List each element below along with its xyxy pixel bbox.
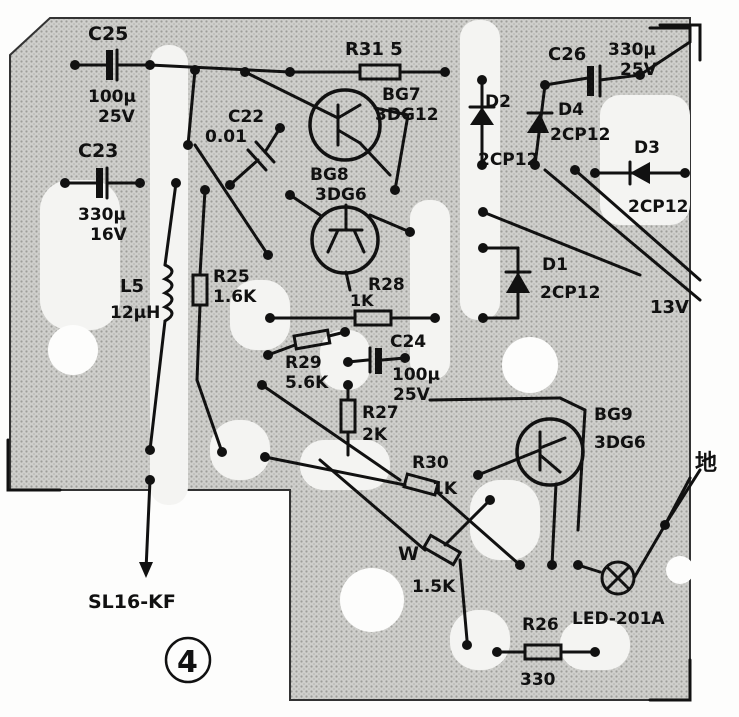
- label-bg8: BG8: [310, 165, 349, 185]
- board-edge-marks: [6, 23, 702, 702]
- 13v-leads: [478, 165, 702, 302]
- label-r30: R30: [412, 453, 449, 473]
- label-ground: 地: [695, 451, 717, 476]
- transistor-bg7: [240, 67, 410, 195]
- mounting-hole-right: [502, 337, 558, 393]
- label-r26: R26: [522, 615, 559, 635]
- diode-d4: [526, 83, 554, 170]
- label-bg9-type: 3DG6: [594, 433, 646, 453]
- label-d2-type: 2CP12: [478, 150, 538, 170]
- label-c25: C25: [88, 23, 128, 45]
- resistor-r28: [265, 309, 440, 327]
- inductor-l5: [139, 178, 181, 578]
- label-c22: C22: [228, 107, 264, 127]
- label-led: LED-201A: [572, 609, 665, 629]
- potentiometer-w: [318, 458, 495, 650]
- mounting-hole-bottom: [340, 568, 404, 632]
- capacitor-c23: [60, 166, 145, 200]
- top-rail-wire: [148, 63, 292, 74]
- label-l5-val: 12μH: [110, 303, 160, 323]
- capacitor-c24: [343, 346, 562, 402]
- led-indicator: [573, 468, 702, 596]
- label-c22-val: 0.01: [205, 127, 247, 147]
- mounting-hole-left: [48, 325, 98, 375]
- label-c23-val1: 330μ: [78, 205, 126, 225]
- label-sl16-kf: SL16-KF: [88, 591, 176, 613]
- mounting-hole-bottom-right: [666, 556, 694, 584]
- label-r29: R29: [285, 353, 322, 373]
- resistor-r26: [492, 643, 600, 661]
- capacitor-c26: [540, 26, 692, 98]
- label-d4: D4: [558, 100, 584, 120]
- transistor-bg9: [473, 396, 587, 570]
- resistor-r25: [191, 185, 227, 457]
- label-w-val: 1.5K: [412, 577, 456, 597]
- label-bg7: BG7: [382, 85, 421, 105]
- label-r30-val: 1K: [432, 479, 458, 499]
- label-w: W: [398, 543, 419, 565]
- label-c24-val1: 100μ: [392, 365, 440, 385]
- label-d2: D2: [485, 92, 511, 112]
- label-r31: R31 5: [345, 39, 403, 60]
- label-13v: 13V: [650, 297, 689, 318]
- diode-d2: [468, 75, 496, 170]
- label-r29-val: 5.6K: [285, 373, 329, 393]
- label-c25-val2: 25V: [98, 107, 136, 127]
- label-bg8-type: 3DG6: [315, 185, 367, 205]
- ground-lead: [663, 476, 692, 527]
- label-r27: R27: [362, 403, 399, 423]
- label-c23: C23: [78, 140, 118, 162]
- label-r28-val: 1K: [350, 291, 374, 310]
- label-d3-type: 2CP12: [628, 197, 688, 217]
- label-c26: C26: [548, 44, 586, 65]
- label-r26-val: 330: [520, 670, 556, 690]
- label-c24-val2: 25V: [393, 385, 431, 405]
- figure-number: 4: [177, 645, 198, 680]
- transistor-bg8: [285, 190, 415, 292]
- label-c23-val2: 16V: [90, 225, 128, 245]
- label-d4-type: 2CP12: [550, 125, 610, 145]
- label-bg9: BG9: [594, 405, 633, 425]
- label-r25: R25: [213, 267, 250, 287]
- diode-d1: [478, 243, 532, 323]
- label-d1: D1: [542, 255, 568, 275]
- figure-number-circle: [164, 636, 212, 684]
- resistor-r31: [285, 63, 450, 81]
- label-r25-val: 1.6K: [213, 287, 257, 307]
- label-l5: L5: [120, 276, 144, 297]
- left-diagonal-lead: [260, 383, 402, 482]
- label-c25-val1: 100μ: [88, 87, 136, 107]
- capacitor-c22: [225, 123, 285, 190]
- label-c24: C24: [390, 332, 426, 352]
- label-d1-type: 2CP12: [540, 283, 600, 303]
- label-c26-val1: 330μ: [608, 40, 656, 60]
- resistor-r29: [263, 327, 350, 360]
- label-r28: R28: [368, 275, 405, 295]
- label-r27-val: 2K: [362, 425, 388, 445]
- label-bg7-type: 3DG12: [375, 105, 439, 125]
- label-d3: D3: [634, 138, 660, 158]
- diagonal-lead: [193, 143, 270, 257]
- diode-d3: [590, 160, 690, 186]
- label-c26-val2: 25V: [620, 60, 658, 80]
